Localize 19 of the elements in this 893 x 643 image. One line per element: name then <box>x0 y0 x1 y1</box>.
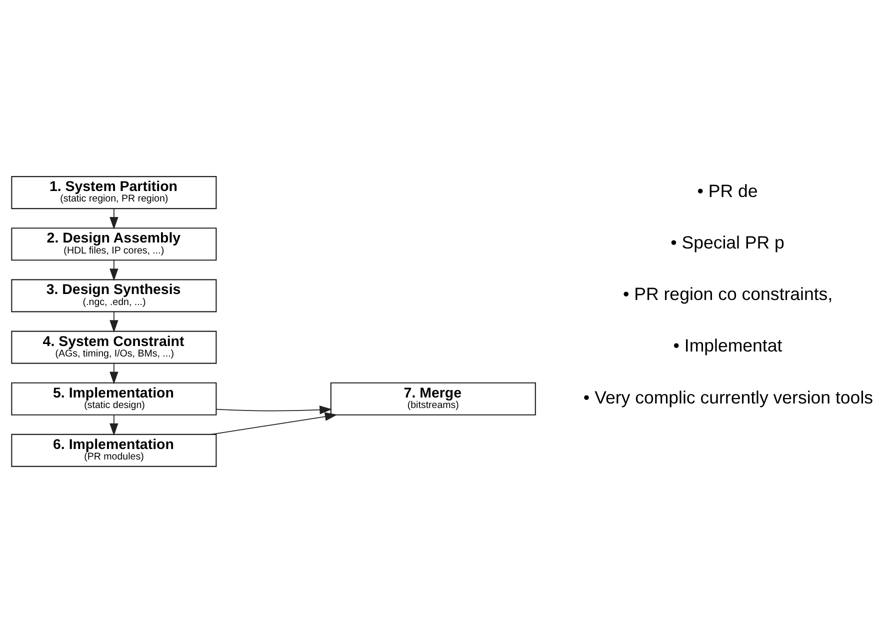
arrow <box>110 208 118 230</box>
node-box: 6. Implementation (PR modules) <box>11 434 217 467</box>
label: • Implementat <box>673 336 782 356</box>
node-box: 2. Design Assembly (HDL files, IP cores, ...) <box>11 228 217 261</box>
arrow <box>110 414 118 436</box>
label: • Very complic currently version tools <box>583 387 874 408</box>
arrow <box>210 412 338 435</box>
node-box: 5. Implementation (static design) <box>11 382 217 416</box>
arrow <box>110 311 118 333</box>
label: • PR region co constraints, <box>623 284 833 304</box>
arrow <box>110 362 118 384</box>
node-box: 3. Design Synthesis (.ngc, .edn, ...) <box>11 279 217 312</box>
label: • Special PR p <box>670 232 784 253</box>
arrow <box>216 406 332 414</box>
label: • PR de <box>697 181 758 202</box>
node-box: 7. Merge (bitstreams) <box>330 382 536 416</box>
node-box: 4. System Constraint (AGs, timing, I/Os, BMs, ...) <box>11 330 217 364</box>
node-box: 1. System Partition (static region, PR region) <box>11 176 217 210</box>
arrow <box>110 260 118 282</box>
